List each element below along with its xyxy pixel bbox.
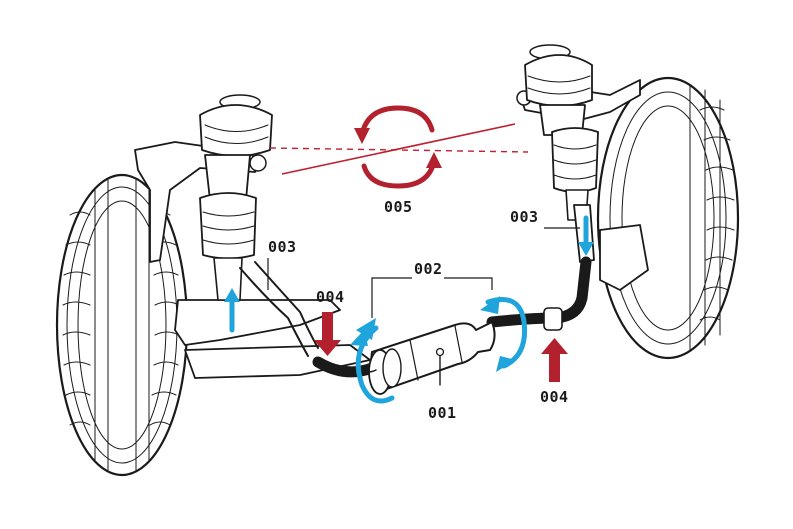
label-001: 001 [428, 404, 457, 422]
label-003-right: 003 [510, 208, 539, 226]
left-air-strut [199, 94, 273, 301]
left-wheel [55, 173, 189, 477]
label-004-right: 004 [540, 388, 569, 406]
label-003-left: 003 [268, 238, 297, 256]
label-002: 002 [414, 260, 443, 278]
rotation-arrow-link-left [224, 288, 240, 333]
roll-arrow [354, 105, 442, 189]
right-air-strut [524, 44, 599, 221]
force-arrow-right [541, 338, 568, 382]
force-arrow-left [314, 312, 341, 356]
label-004-left: 004 [316, 288, 345, 306]
label-005: 005 [384, 198, 413, 216]
right-wheel [596, 76, 740, 360]
rotation-arrow-right [480, 296, 528, 372]
rotation-arrow-left [350, 318, 395, 404]
rotation-arrow-link-right [578, 215, 594, 256]
leader-lines [267, 227, 580, 318]
stabilizer-bar [312, 256, 592, 378]
roll-axis [269, 123, 529, 175]
stabilizer-actuator [345, 321, 496, 395]
